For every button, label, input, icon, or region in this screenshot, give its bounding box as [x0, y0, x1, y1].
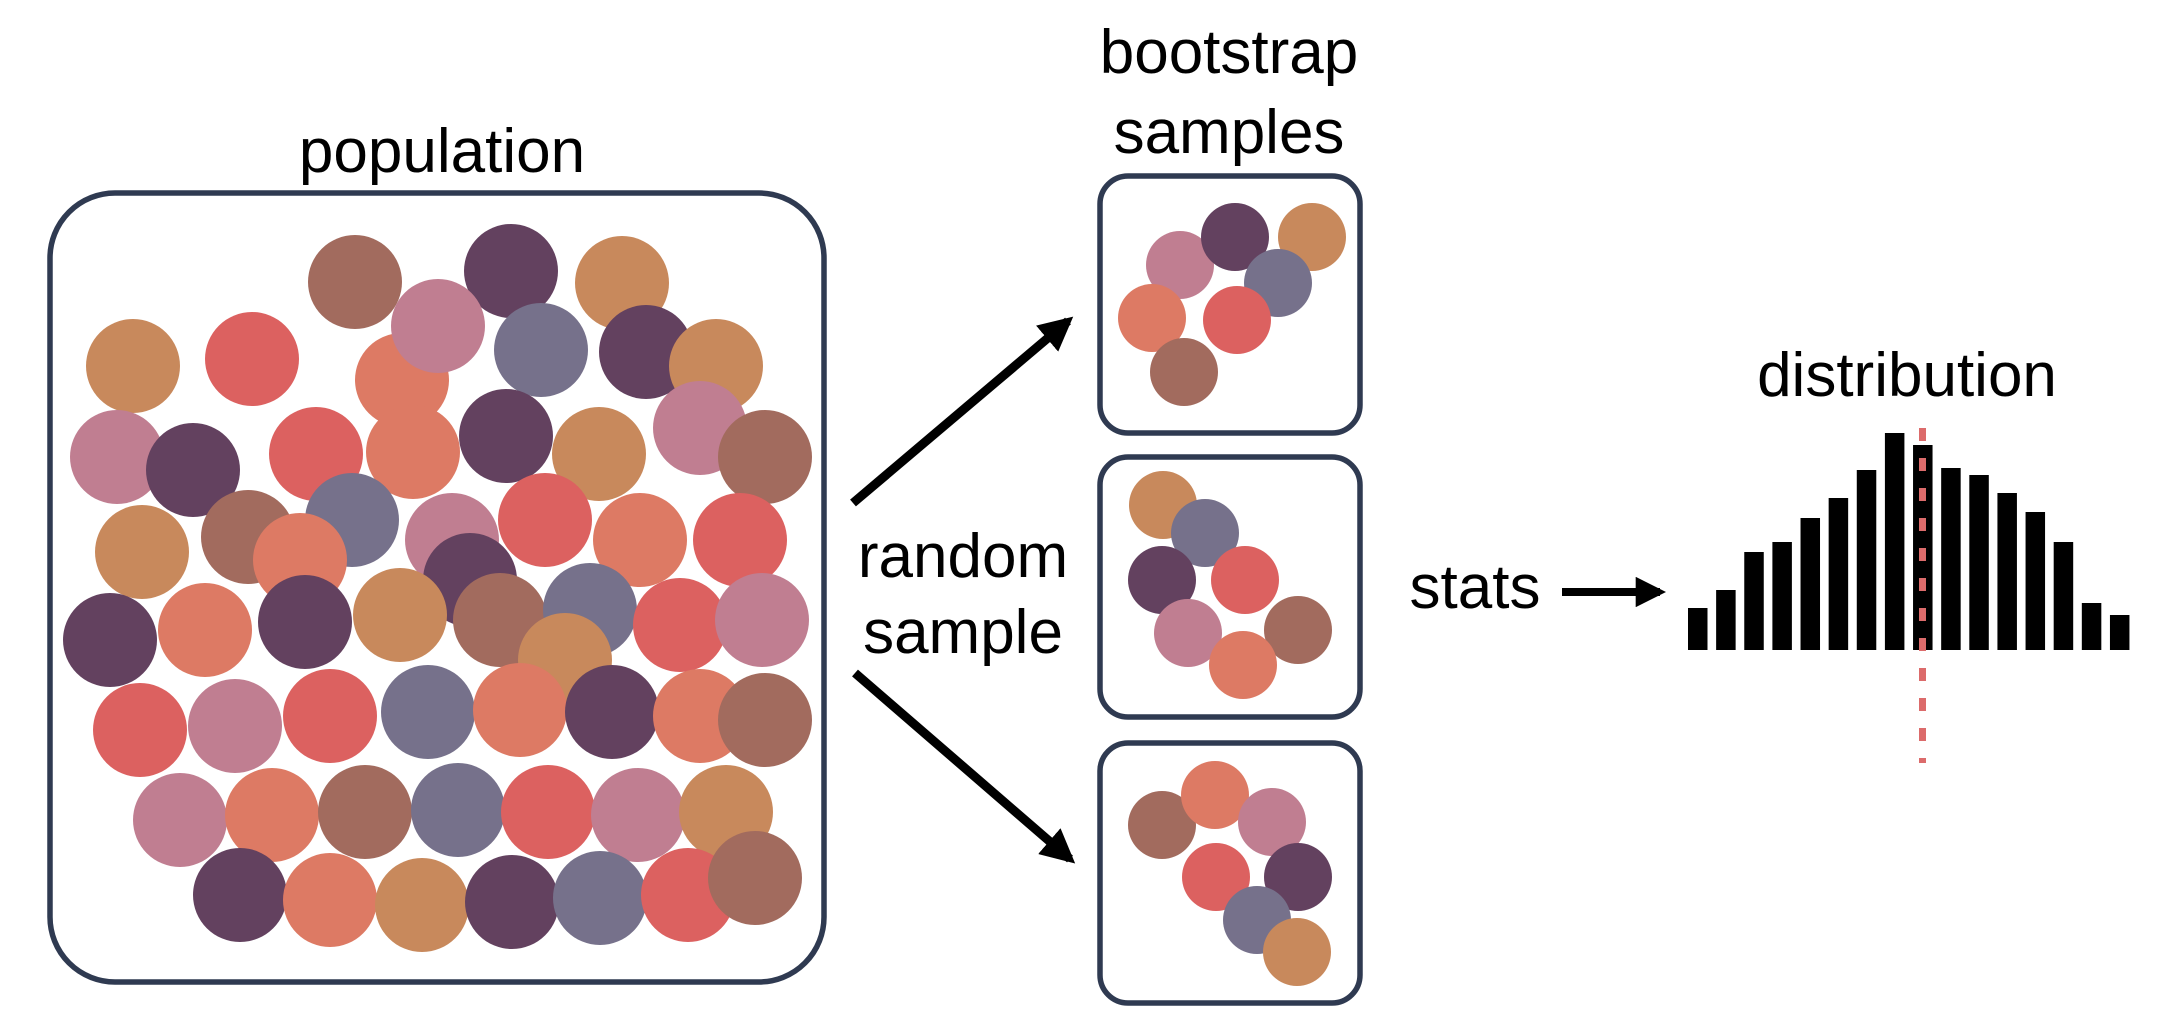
population-circle	[70, 410, 164, 504]
stats-label: stats	[1410, 553, 1541, 622]
bootstrap-sample-circle	[1238, 788, 1306, 856]
population-circle	[501, 765, 595, 859]
bootstrap-sample-3-circles	[1128, 761, 1332, 986]
population-circle	[599, 305, 693, 399]
histogram-bar	[1744, 552, 1764, 650]
population-circle	[381, 665, 475, 759]
population-circle	[411, 763, 505, 857]
bootstrap-sample-2-circles	[1128, 471, 1332, 699]
bootstrap-sample-3-box	[1097, 740, 1363, 1006]
population-circle	[718, 410, 812, 504]
population-circle	[205, 312, 299, 406]
bootstrap-sample-circle	[1203, 286, 1271, 354]
histogram-bar	[1800, 518, 1821, 650]
population-circle	[146, 423, 240, 517]
random-sample-label-line2: sample	[863, 598, 1063, 667]
population-box	[47, 190, 827, 985]
population-circle	[473, 663, 567, 757]
bootstrap-sample-circle	[1264, 596, 1332, 664]
population-circle	[591, 768, 685, 862]
population-circle	[553, 851, 647, 945]
population-circle	[308, 235, 402, 329]
population-circle	[158, 583, 252, 677]
population-circle	[366, 405, 460, 499]
histogram-bar	[2053, 542, 2074, 650]
population-circle	[633, 578, 727, 672]
arrow-to-sample-1	[850, 316, 1074, 507]
bootstrap-sample-circle	[1128, 791, 1196, 859]
bootstrap-sample-circle	[1154, 599, 1222, 667]
bootstrap-sample-circle	[1171, 499, 1239, 567]
population-circle	[193, 848, 287, 942]
bootstrap-samples-label-line2: samples	[1114, 98, 1345, 167]
population-circle	[375, 858, 469, 952]
histogram-bar	[1688, 608, 1708, 650]
histogram-bar	[1969, 475, 1989, 650]
bootstrap-sample-circle	[1128, 546, 1196, 614]
bootstrap-sample-circle	[1209, 631, 1277, 699]
random-sample-label-line1: random	[858, 522, 1068, 591]
population-circle	[552, 407, 646, 501]
histogram-bar	[2109, 615, 2130, 650]
bootstrap-sample-circle	[1146, 231, 1214, 299]
arrow-to-sample-3	[852, 669, 1076, 864]
population-circle	[693, 493, 787, 587]
bootstrap-sample-circle	[1181, 761, 1249, 829]
population-circle	[459, 389, 553, 483]
population-circle	[593, 493, 687, 587]
bootstrap-sample-circle	[1211, 546, 1279, 614]
population-circle	[391, 279, 485, 373]
histogram-bar	[1828, 498, 1849, 650]
population-circle	[565, 665, 659, 759]
population-circle	[353, 568, 447, 662]
population-circle	[283, 853, 377, 947]
bootstrap-sample-circle	[1201, 203, 1269, 271]
population-circle	[95, 505, 189, 599]
distribution-histogram	[1688, 433, 2130, 650]
population-circle	[718, 673, 812, 767]
population-circle	[133, 773, 227, 867]
bootstrap-sample-circle	[1182, 843, 1250, 911]
population-circle	[318, 765, 412, 859]
histogram-bar	[1856, 470, 1877, 650]
population-circle	[225, 768, 319, 862]
bootstrap-sample-1-circles	[1118, 203, 1346, 406]
population-circle	[498, 473, 592, 567]
bootstrap-samples-label-line1: bootstrap	[1100, 18, 1359, 87]
histogram-bar	[1772, 542, 1792, 650]
histogram-bar	[1997, 493, 2017, 650]
population-circle	[63, 593, 157, 687]
population-circle	[93, 683, 187, 777]
bootstrap-sample-circle	[1150, 338, 1218, 406]
histogram-bar	[1884, 433, 1905, 650]
population-circle	[465, 855, 559, 949]
population-circle	[715, 573, 809, 667]
bootstrap-sample-circle	[1264, 843, 1332, 911]
bootstrap-sample-1-box	[1097, 173, 1363, 436]
population-circle	[708, 831, 802, 925]
population-circles-group	[63, 224, 812, 952]
bootstrap-sample-circle	[1118, 284, 1186, 352]
histogram-bar	[2025, 512, 2046, 650]
histogram-bar	[1716, 590, 1736, 650]
population-label: population	[299, 117, 585, 186]
population-circle	[188, 679, 282, 773]
bootstrap-sample-circle	[1263, 918, 1331, 986]
distribution-label: distribution	[1757, 341, 2057, 410]
histogram-bar	[1941, 468, 1961, 650]
population-circle	[258, 575, 352, 669]
population-circle	[464, 224, 558, 318]
population-circle	[86, 319, 180, 413]
histogram-bar	[1913, 445, 1933, 650]
population-circle	[283, 669, 377, 763]
histogram-bar	[2081, 603, 2102, 650]
population-circle	[494, 303, 588, 397]
bootstrap-sample-2-box	[1097, 454, 1363, 720]
